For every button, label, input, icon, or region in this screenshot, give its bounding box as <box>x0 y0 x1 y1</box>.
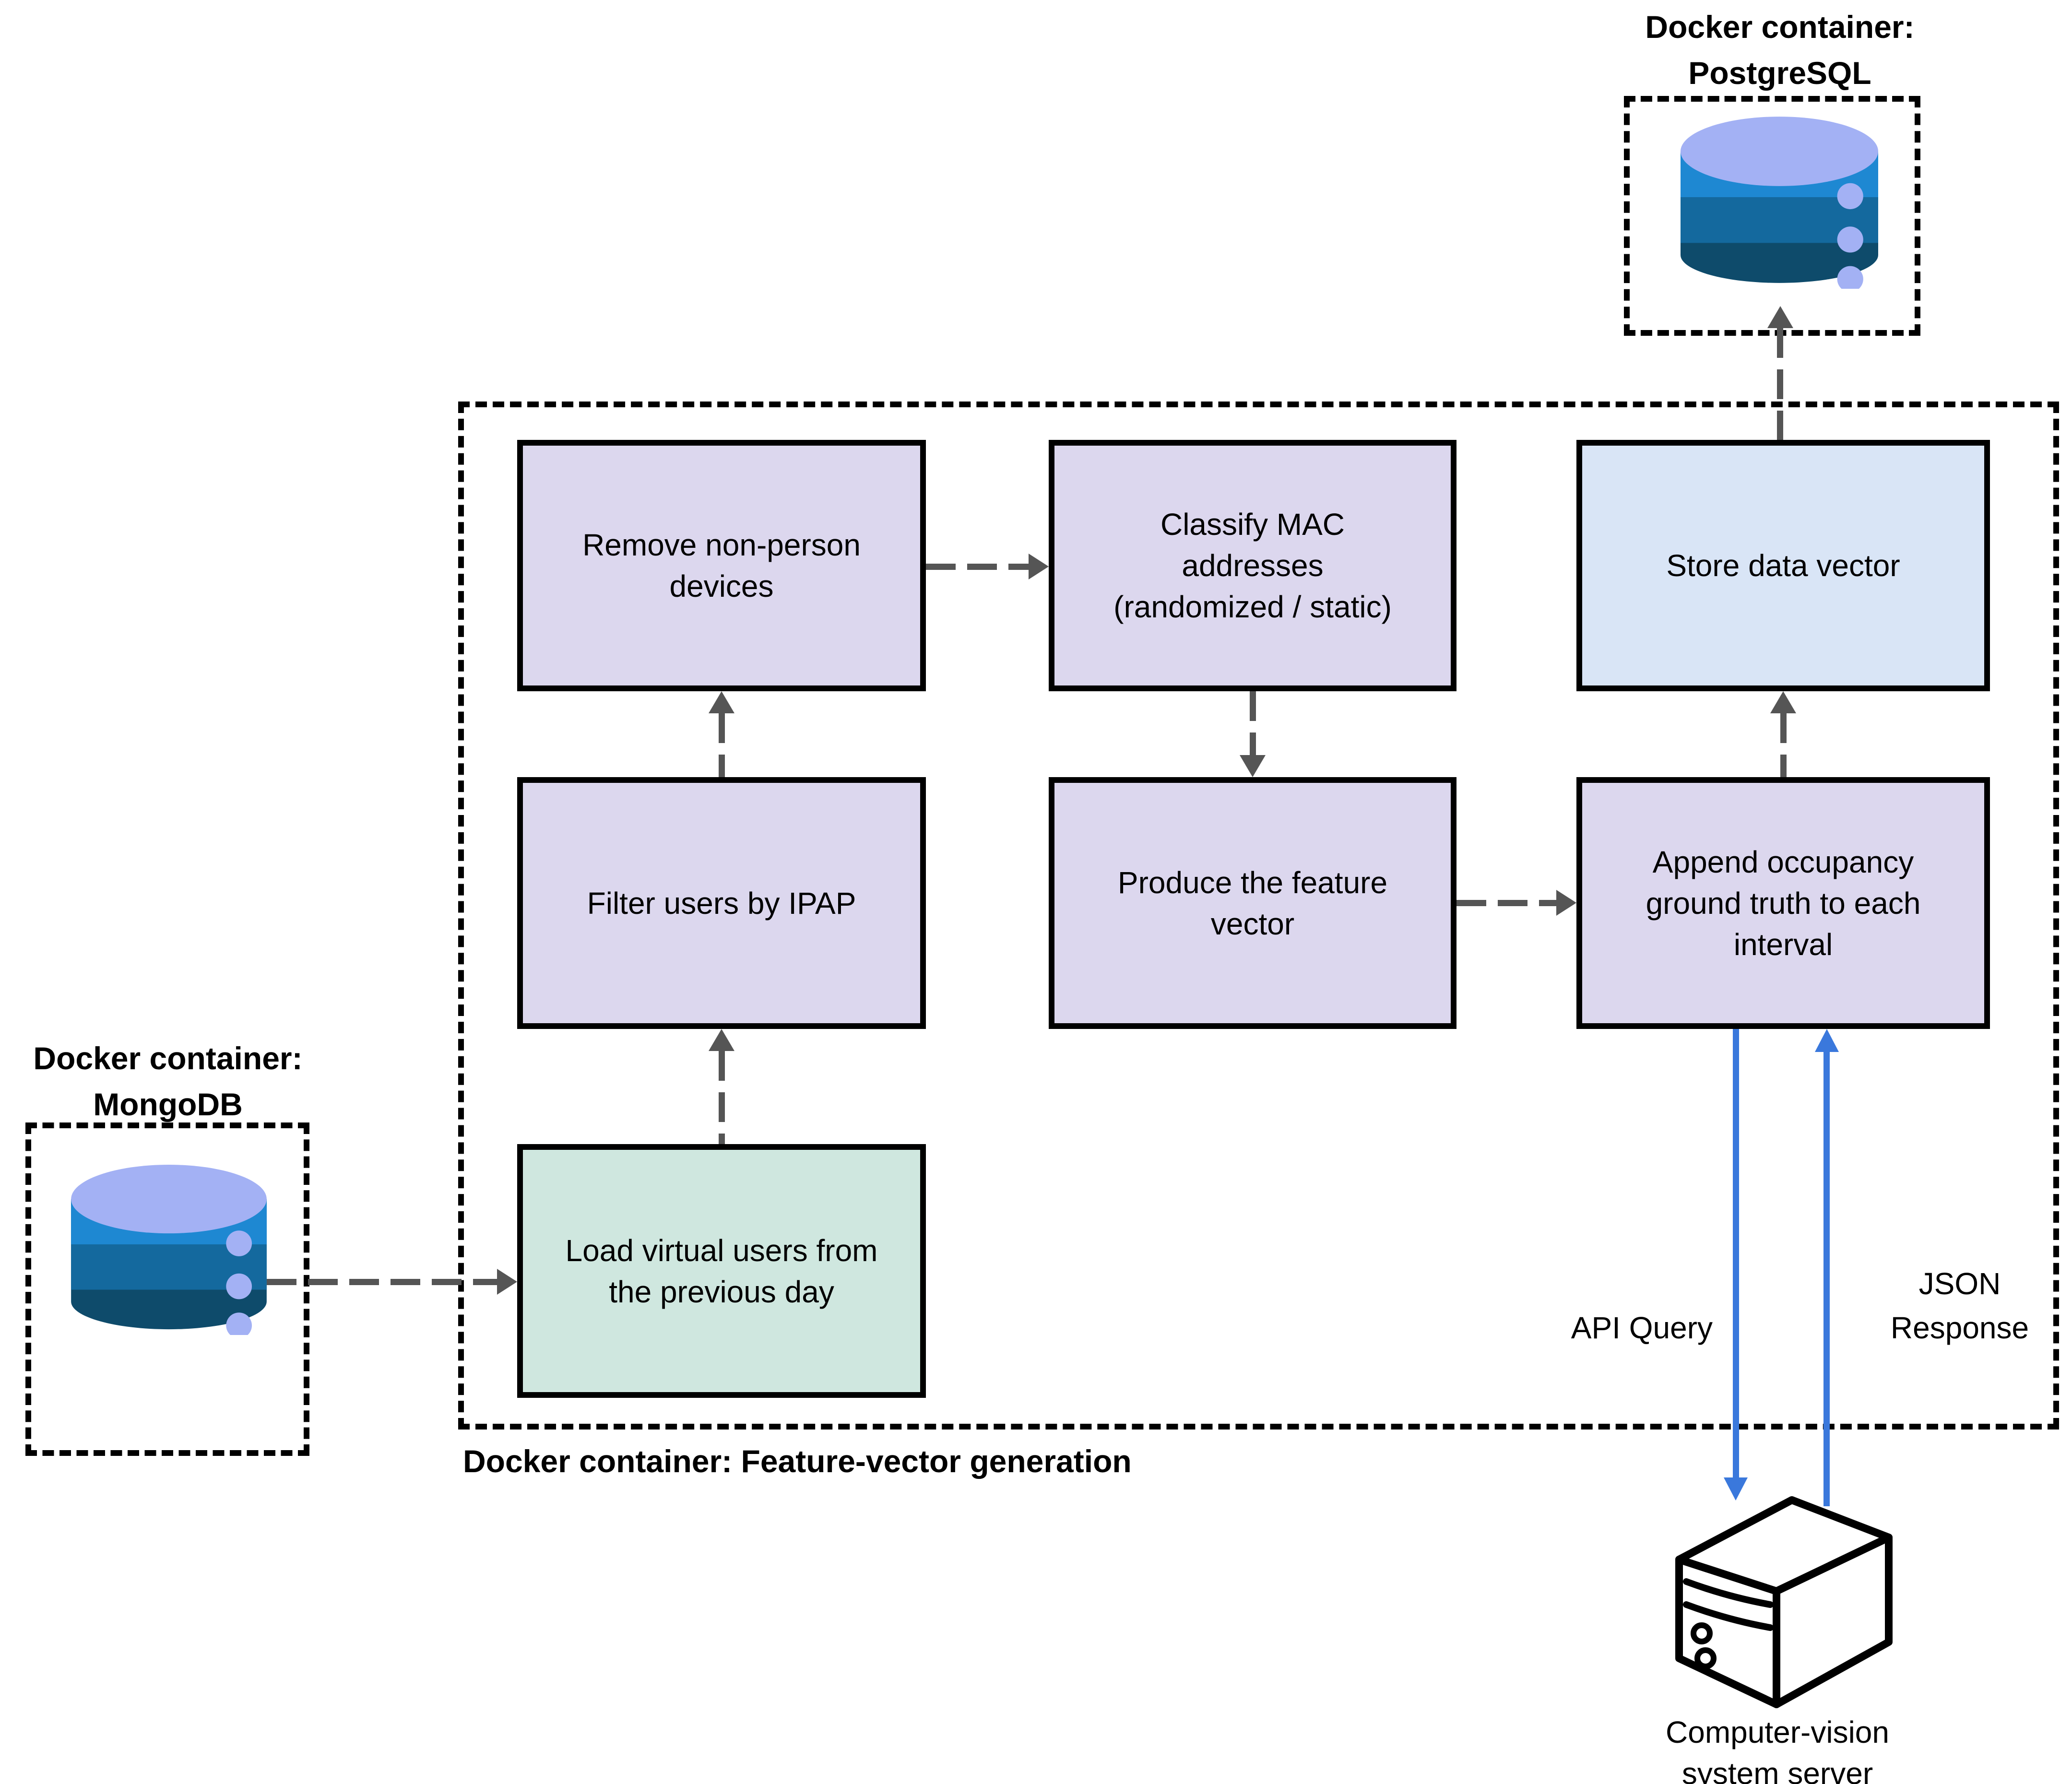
arrowhead-up-icon <box>1767 306 1793 328</box>
arrowhead-right-icon <box>497 1269 517 1295</box>
postgresql-container-box <box>1624 96 1920 336</box>
arrowhead-up-icon <box>709 691 734 713</box>
feature-vector-container-label: Docker container: Feature-vector generat… <box>463 1443 1132 1479</box>
computer-vision-server-label: Computer-vision system server <box>1666 1715 1889 1784</box>
step-load-virtual-users: Load virtual users from the previous day <box>517 1144 926 1398</box>
database-icon <box>71 1164 267 1335</box>
mongodb-container-box <box>25 1122 309 1456</box>
step-remove-non-person-devices: Remove non-person devices <box>517 440 926 691</box>
step-store-data-vector: Store data vector <box>1576 440 1990 691</box>
arrowhead-up-icon <box>709 1029 734 1051</box>
postgresql-container-title: Docker container: PostgreSQL <box>1645 9 1915 91</box>
step-filter-users-by-ipap: Filter users by IPAP <box>517 777 926 1029</box>
arrowhead-up-icon <box>1815 1029 1839 1052</box>
step-produce-feature-vector: Produce the feature vector <box>1049 777 1456 1029</box>
feature-vector-container-box <box>458 402 2059 1430</box>
arrowhead-down-icon <box>1724 1477 1748 1500</box>
server-tower-icon <box>1675 1496 1893 1708</box>
arrowhead-right-icon <box>1029 554 1049 579</box>
arrowhead-right-icon <box>1556 890 1576 916</box>
mongodb-container-title: Docker container: MongoDB <box>33 1040 303 1122</box>
arrowhead-up-icon <box>1770 691 1796 713</box>
api-query-label: API Query <box>1571 1311 1713 1345</box>
step-append-occupancy-ground-truth: Append occupancy ground truth to each in… <box>1576 777 1990 1029</box>
json-response-label: JSON Response <box>1890 1266 2029 1345</box>
database-icon <box>1681 117 1878 289</box>
arrowhead-down-icon <box>1240 755 1266 777</box>
step-classify-mac-addresses: Classify MAC addresses (randomized / sta… <box>1049 440 1456 691</box>
